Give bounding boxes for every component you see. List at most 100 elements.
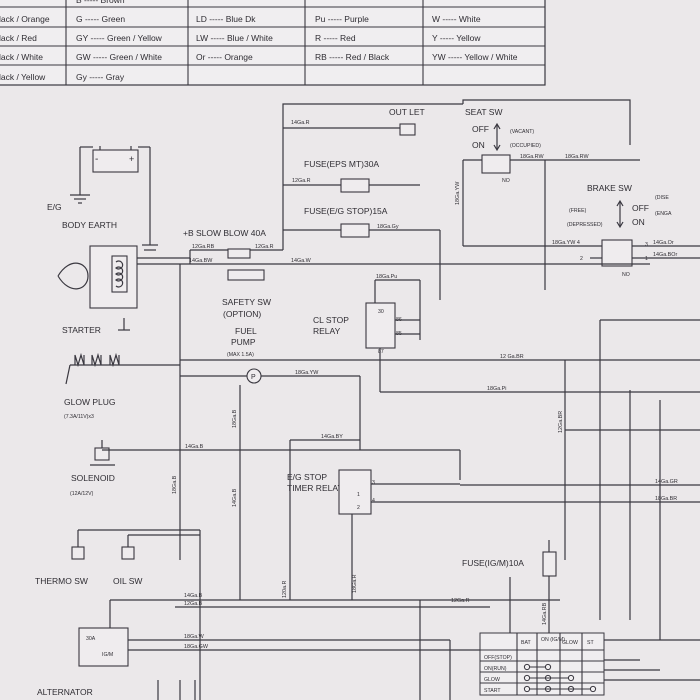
eg-stop-timer-label: E/G STOP	[287, 472, 327, 482]
key-switch-table: BAT ON (IG/M) GLOW ST OFF(STOP) ON(RUN) …	[479, 632, 605, 696]
relay-pin-87: 87	[378, 349, 384, 355]
color-code-entry: R ----- Red	[315, 33, 356, 43]
fuel-pump-symbol: P	[251, 374, 256, 381]
color-code-table: lack / Orange lack / Red lack / White la…	[0, 0, 546, 86]
solenoid: SOLENOID (12A/12V)	[70, 440, 115, 497]
color-code-entry: W ----- White	[432, 14, 481, 24]
seat-switch: SEAT SW OFF ON (VACANT) (OCCUPIED) NO	[465, 107, 541, 184]
glow-plug: GLOW PLUG (7.3A/11V)x3	[64, 352, 130, 420]
eg-stop-timer-relay: E/G STOP TIMER RELAY 3 4 1 2	[287, 469, 375, 515]
wires	[77, 99, 700, 700]
timer-pin-4: 4	[372, 498, 375, 504]
starter: STARTER	[57, 245, 190, 335]
wire-label: 14Ga.BY	[321, 434, 343, 440]
oil-sw-label: OIL SW	[113, 576, 142, 586]
brake-pin-1: 1	[645, 256, 648, 262]
eg-stop-timer-label-2: TIMER RELAY	[287, 483, 343, 493]
wire-label: 18Ga.YW 4	[552, 240, 580, 246]
wire-label: 14Ga.R	[291, 120, 310, 126]
wire-label: 18Ga.R	[352, 574, 358, 593]
timer-pin-3: 3	[372, 480, 375, 486]
wire-label: 14Ga.B	[232, 488, 238, 507]
wire-label: 14Ga.BOr	[653, 252, 677, 258]
thermo-sw-label: THERMO SW	[35, 576, 88, 586]
color-code-entry: G ----- Green	[76, 14, 125, 24]
outlet-label: OUT LET	[389, 107, 425, 117]
color-entry-black-orange: lack / Orange	[0, 14, 50, 24]
timer-pin-2: 2	[357, 505, 360, 511]
body-earth-label: BODY EARTH	[62, 220, 117, 230]
glow-plug-label: GLOW PLUG	[64, 397, 115, 407]
fuel-pump: FUEL PUMP (MAX 1.5A) P	[227, 326, 262, 384]
wire-label: 14Ga.W	[291, 258, 312, 264]
color-entry-black-white: lack / White	[0, 52, 43, 62]
color-code-entry: Y ----- Yellow	[432, 33, 481, 43]
alternator-30a: 30A	[86, 636, 96, 642]
wire-label: 18Ga.B	[172, 475, 178, 494]
glow-plug-spec: (7.3A/11V)x3	[64, 414, 94, 420]
wire-label: 18Ga.W	[184, 634, 205, 640]
brake-sw-label: BRAKE SW	[587, 183, 632, 193]
color-code-entry: Gy ----- Gray	[76, 72, 125, 82]
seat-vacant-label: (VACANT)	[510, 129, 534, 135]
color-code-entry: LD ----- Blue Dk	[196, 14, 256, 24]
key-row-on: ON(RUN)	[484, 666, 507, 672]
cl-stop-label: CL STOP	[313, 315, 349, 325]
seat-sw-label: SEAT SW	[465, 107, 502, 117]
oil-switch: OIL SW	[113, 546, 142, 586]
color-entry-black-red: lack / Red	[0, 33, 37, 43]
key-row-glow: GLOW	[484, 677, 500, 683]
wire-label: 18Ga.YW	[455, 181, 461, 205]
wire-label: 18Ga.RW	[520, 154, 544, 160]
cl-stop-relay: CL STOP RELAY 30 86 85 87	[313, 302, 402, 355]
seat-off-label: OFF	[472, 124, 489, 134]
seat-no-label: NO	[502, 178, 510, 184]
key-col-glow: GLOW	[562, 640, 578, 646]
brake-disengaged-label: (DISE	[655, 195, 669, 201]
fuse-eps-label: FUSE(EPS MT)30A	[304, 159, 379, 169]
brake-pin-2: 2	[580, 256, 583, 262]
outlet: OUT LET	[389, 107, 425, 136]
color-code-entry: LW ----- Blue / White	[196, 33, 273, 43]
wire-label: 18Ga.Pi	[487, 386, 506, 392]
fuel-pump-label-2: PUMP	[231, 337, 256, 347]
battery: - + E/G	[47, 146, 150, 212]
solenoid-spec: (12A/12V)	[70, 491, 94, 497]
seat-on-label: ON	[472, 140, 485, 150]
brake-depressed-label: (DEPRESSED)	[567, 222, 603, 228]
wire-label: 12Ga.RB	[192, 244, 215, 250]
brake-free-label: (FREE)	[569, 208, 587, 214]
wire-label: 14Ga.GR	[655, 479, 678, 485]
alternator: 30A IG/M ALTERNATOR	[37, 627, 196, 700]
wire-label: 18Ga.Gy	[377, 224, 399, 230]
wire-label: 12Ga.R	[255, 244, 274, 250]
fuse-igm-label: FUSE(IG/M)10A	[462, 558, 524, 568]
brake-on-label: ON	[632, 217, 645, 227]
slow-blow-fuse: +B SLOW BLOW 40A	[183, 228, 266, 259]
brake-no-label: NO	[622, 272, 630, 278]
solenoid-label: SOLENOID	[71, 473, 115, 483]
wire-label: 12Ga.R	[292, 178, 311, 184]
safety-sw-note: (OPTION)	[223, 309, 261, 319]
wire-label: 14Ga.B	[184, 593, 203, 599]
relay-pin-30: 30	[378, 309, 384, 315]
battery-plus: +	[129, 154, 134, 164]
wire-label: 12Ga.R	[451, 598, 470, 604]
color-code-entry: RB ----- Red / Black	[315, 52, 390, 62]
fuel-pump-spec: (MAX 1.5A)	[227, 352, 254, 358]
wire-label: 18Ga.BR	[655, 496, 677, 502]
wire-label: 12Ga.B	[184, 601, 203, 607]
fuse-eps-mt: FUSE(EPS MT)30A	[304, 159, 379, 193]
fuse-igm: FUSE(IG/M)10A	[462, 551, 557, 577]
key-col-on: ON (IG/M)	[541, 637, 565, 643]
brake-engaged-label: (ENGA	[655, 211, 672, 217]
color-entry-black-yellow: lack / Yellow	[0, 72, 46, 82]
wire-label: 18Ga.B	[232, 409, 238, 428]
key-row-off: OFF(STOP)	[484, 655, 512, 661]
brake-off-label: OFF	[632, 203, 649, 213]
seat-occupied-label: (OCCUPIED)	[510, 143, 541, 149]
wire-label: 12 Ga.BR	[500, 354, 524, 360]
wire-label: 14Ga.B	[185, 444, 204, 450]
wire-label: 18Ga.RW	[565, 154, 589, 160]
